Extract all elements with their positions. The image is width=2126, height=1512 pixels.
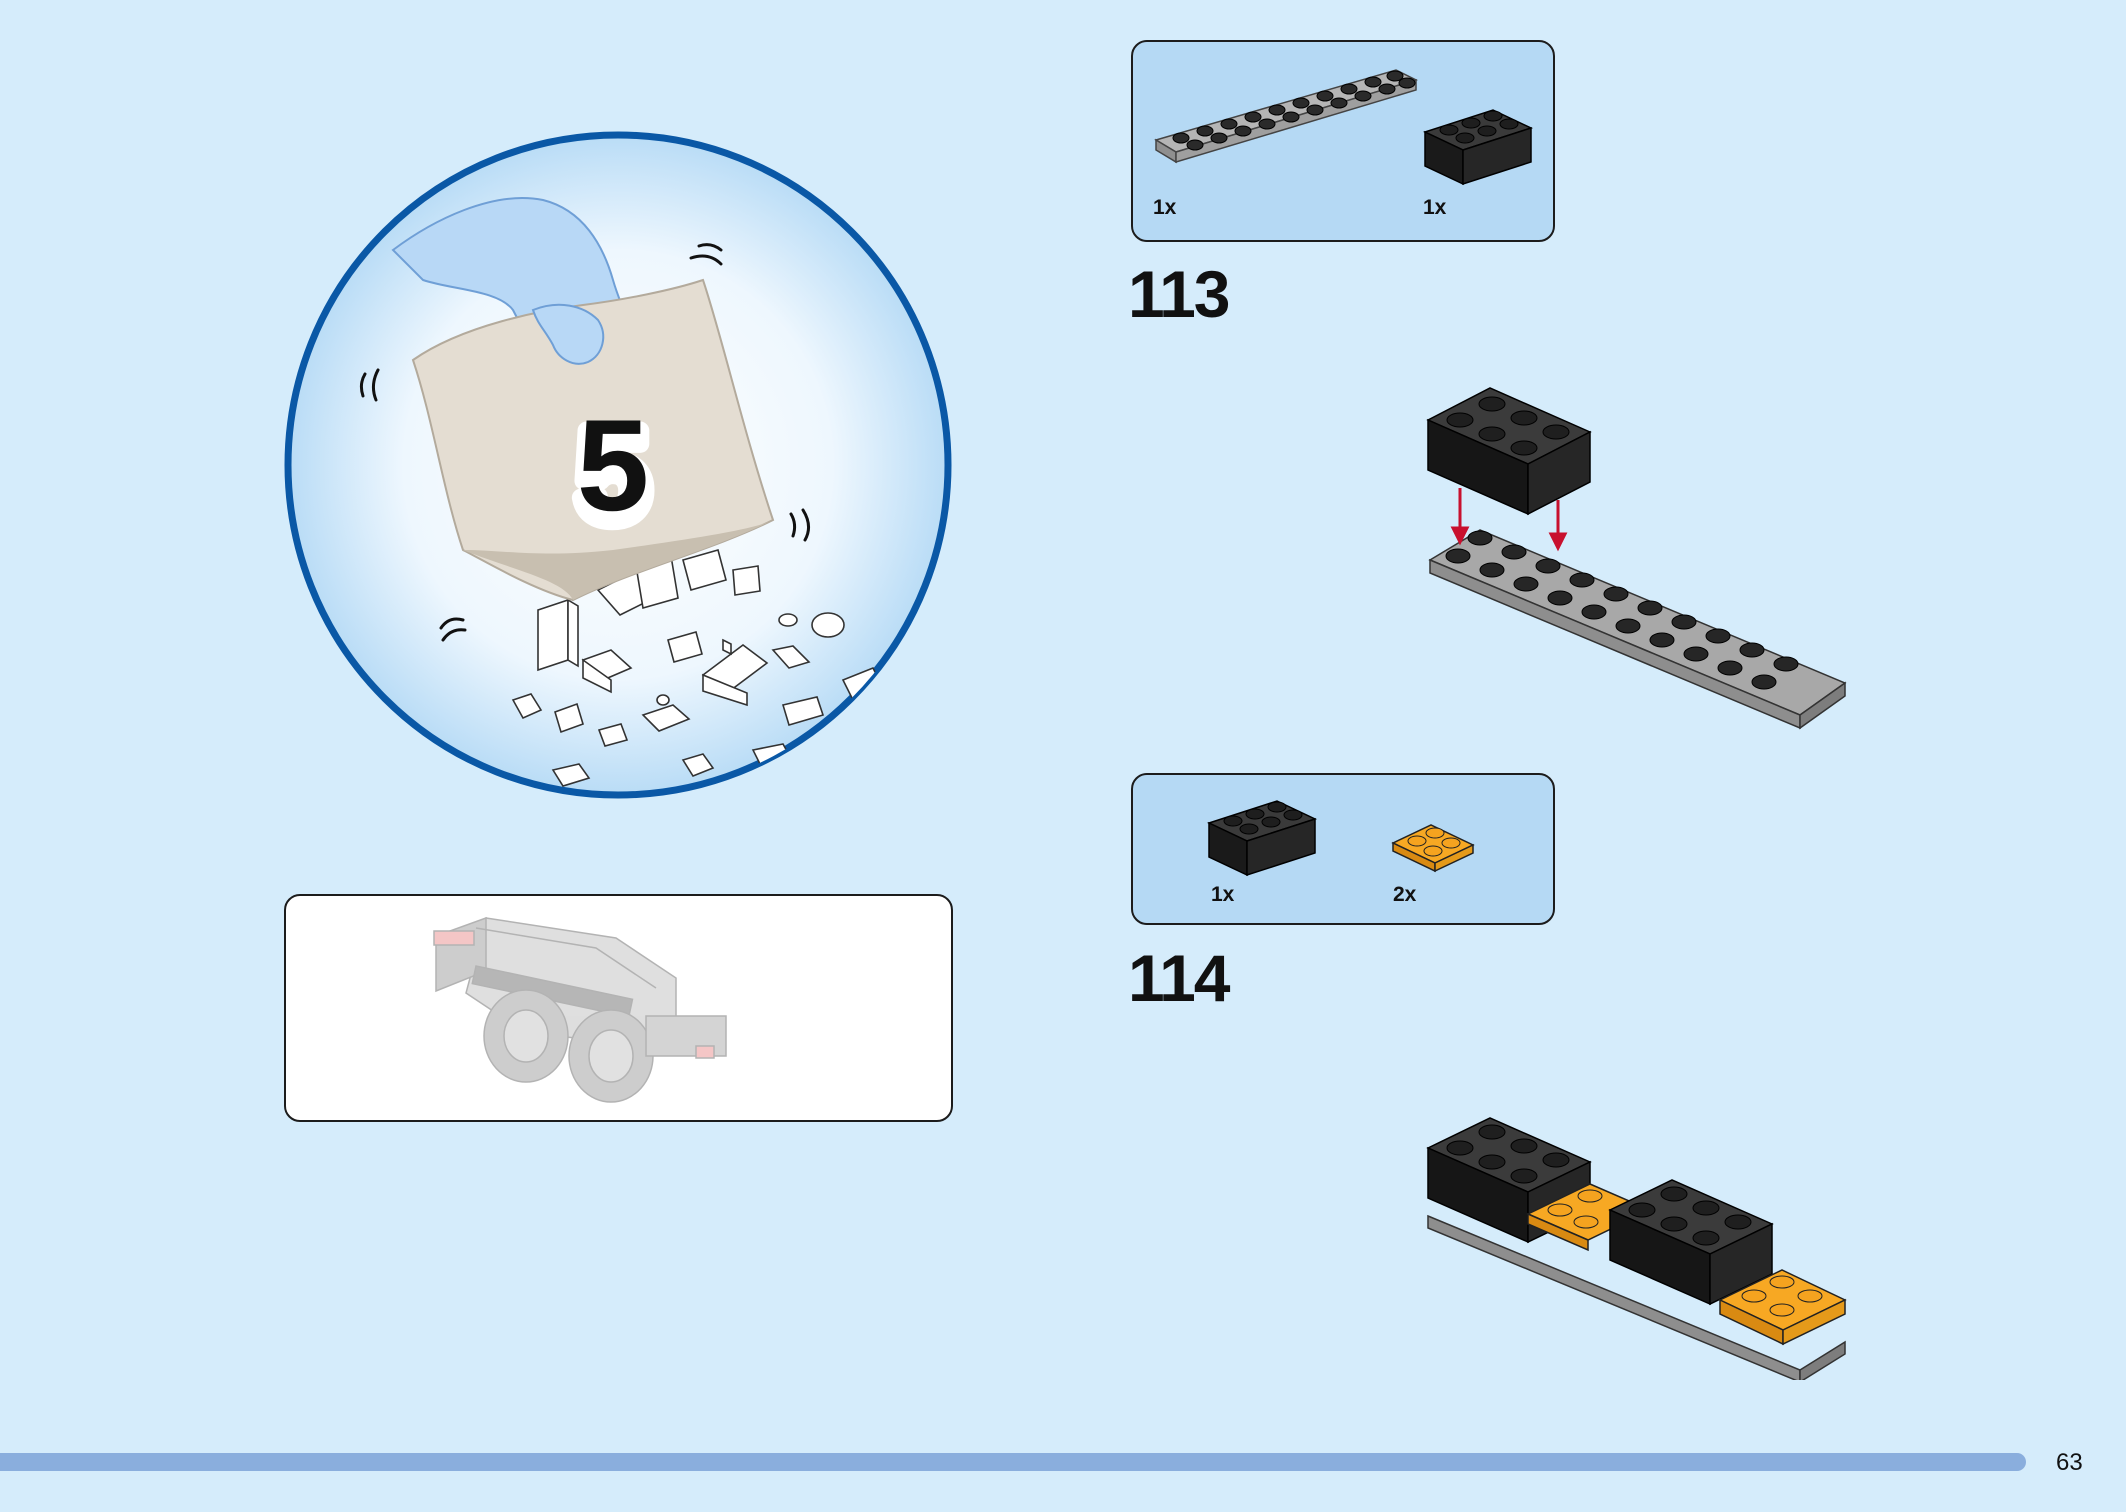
orange-plate-2x2-icon bbox=[1391, 824, 1475, 873]
black-brick-2x3-icon bbox=[1207, 800, 1318, 877]
step-number-114: 114 bbox=[1128, 941, 1230, 1015]
parts-box-step-114: 1x 2x bbox=[1131, 773, 1555, 925]
part-qty: 1x bbox=[1153, 196, 1177, 219]
bag-number-outline: 5 bbox=[577, 402, 649, 548]
bag-preview-box bbox=[284, 894, 953, 1122]
part-qty: 1x bbox=[1423, 196, 1447, 219]
page-number: 63 bbox=[2056, 1449, 2083, 1476]
parts-box-step-113: 1x 1x bbox=[1131, 40, 1555, 242]
part-qty: 2x bbox=[1393, 883, 1417, 906]
open-bag-illustration: 5 5 bbox=[283, 130, 953, 800]
gray-plate-2x10-icon bbox=[1154, 69, 1419, 164]
bag-number: 5 bbox=[576, 392, 650, 538]
step-113-assembly bbox=[1420, 380, 1850, 740]
truck-preview-image bbox=[433, 916, 727, 1103]
step-114-assembly bbox=[1420, 1110, 1850, 1384]
part-qty: 1x bbox=[1211, 883, 1235, 906]
black-brick-2x3-icon bbox=[1423, 109, 1534, 186]
step-number-113: 113 bbox=[1128, 257, 1230, 331]
progress-bar bbox=[0, 1453, 2026, 1471]
